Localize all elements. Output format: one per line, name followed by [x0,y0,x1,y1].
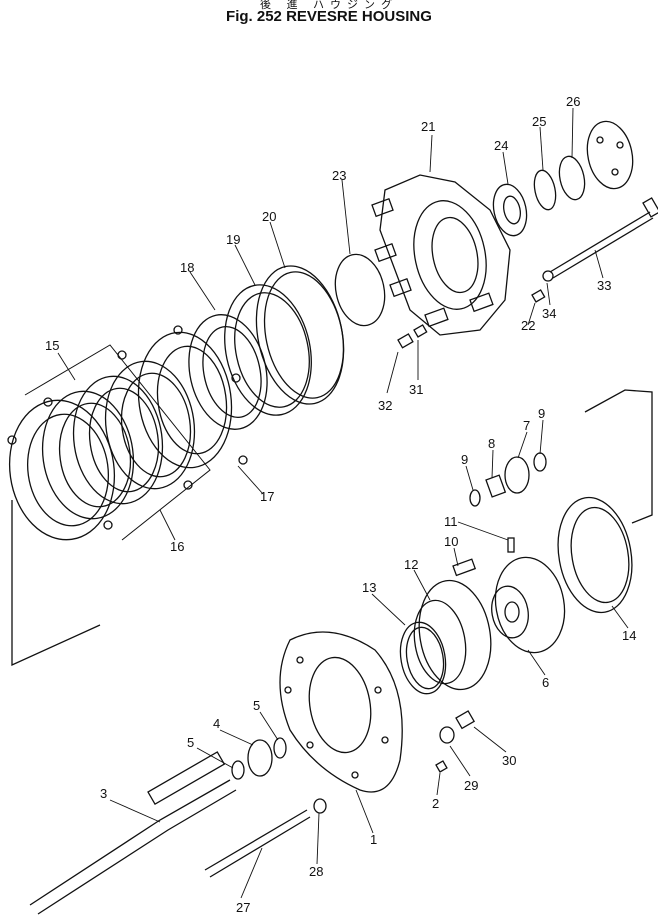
callout-9a: 9 [461,452,468,467]
callout-8: 8 [488,436,495,451]
callout-3: 3 [100,786,107,801]
callout-13: 13 [362,580,376,595]
leader-lines [57,107,629,899]
callout-26: 26 [566,94,580,109]
bearing-assembly [492,120,634,237]
small-parts [231,710,476,814]
shaft [29,751,237,915]
ring-gear [557,496,633,614]
callout-19: 19 [226,232,240,247]
pin [204,809,311,878]
callout-23: 23 [332,168,346,183]
callout-34: 34 [542,306,556,321]
carrier [491,556,566,654]
callout-18: 18 [180,260,194,275]
callout-5b: 5 [187,735,194,750]
callout-21: 21 [421,119,435,134]
clutch-pack [7,325,248,541]
callout-16: 16 [170,539,184,554]
callout-25: 25 [532,114,546,129]
callout-20: 20 [262,209,276,224]
callout-12: 12 [404,557,418,572]
planet-gear-parts [452,452,547,577]
title-japanese: 後 進 ハウジング [260,0,398,11]
callout-30: 30 [502,753,516,768]
callout-15: 15 [45,338,59,353]
figure-title: Fig. 252 REVESRE HOUSING [226,8,432,25]
callout-numbers: 1 2 3 4 5 5 6 7 8 9 9 10 11 12 13 14 15 … [45,94,636,915]
callout-6: 6 [542,675,549,690]
callout-9b: 9 [538,406,545,421]
callout-29: 29 [464,778,478,793]
callout-33: 33 [597,278,611,293]
callout-11: 11 [444,514,458,529]
sun-gear-hub [399,579,492,695]
callout-1: 1 [370,832,377,847]
callout-5a: 5 [253,698,260,713]
callout-31: 31 [409,382,423,397]
piston-rings [188,253,386,430]
callout-14: 14 [622,628,636,643]
callout-32: 32 [378,398,392,413]
housing-plate [279,631,403,793]
callout-22: 22 [521,318,535,333]
callout-10: 10 [444,534,458,549]
bolt-and-fasteners [397,197,658,349]
bracket-lines [11,389,653,667]
callout-24: 24 [494,138,508,153]
callout-17: 17 [260,489,274,504]
callout-28: 28 [309,864,323,879]
callout-2: 2 [432,796,439,811]
callout-7: 7 [523,418,530,433]
callout-27: 27 [236,900,250,915]
callout-4: 4 [213,716,220,731]
reverse-housing [371,174,511,336]
